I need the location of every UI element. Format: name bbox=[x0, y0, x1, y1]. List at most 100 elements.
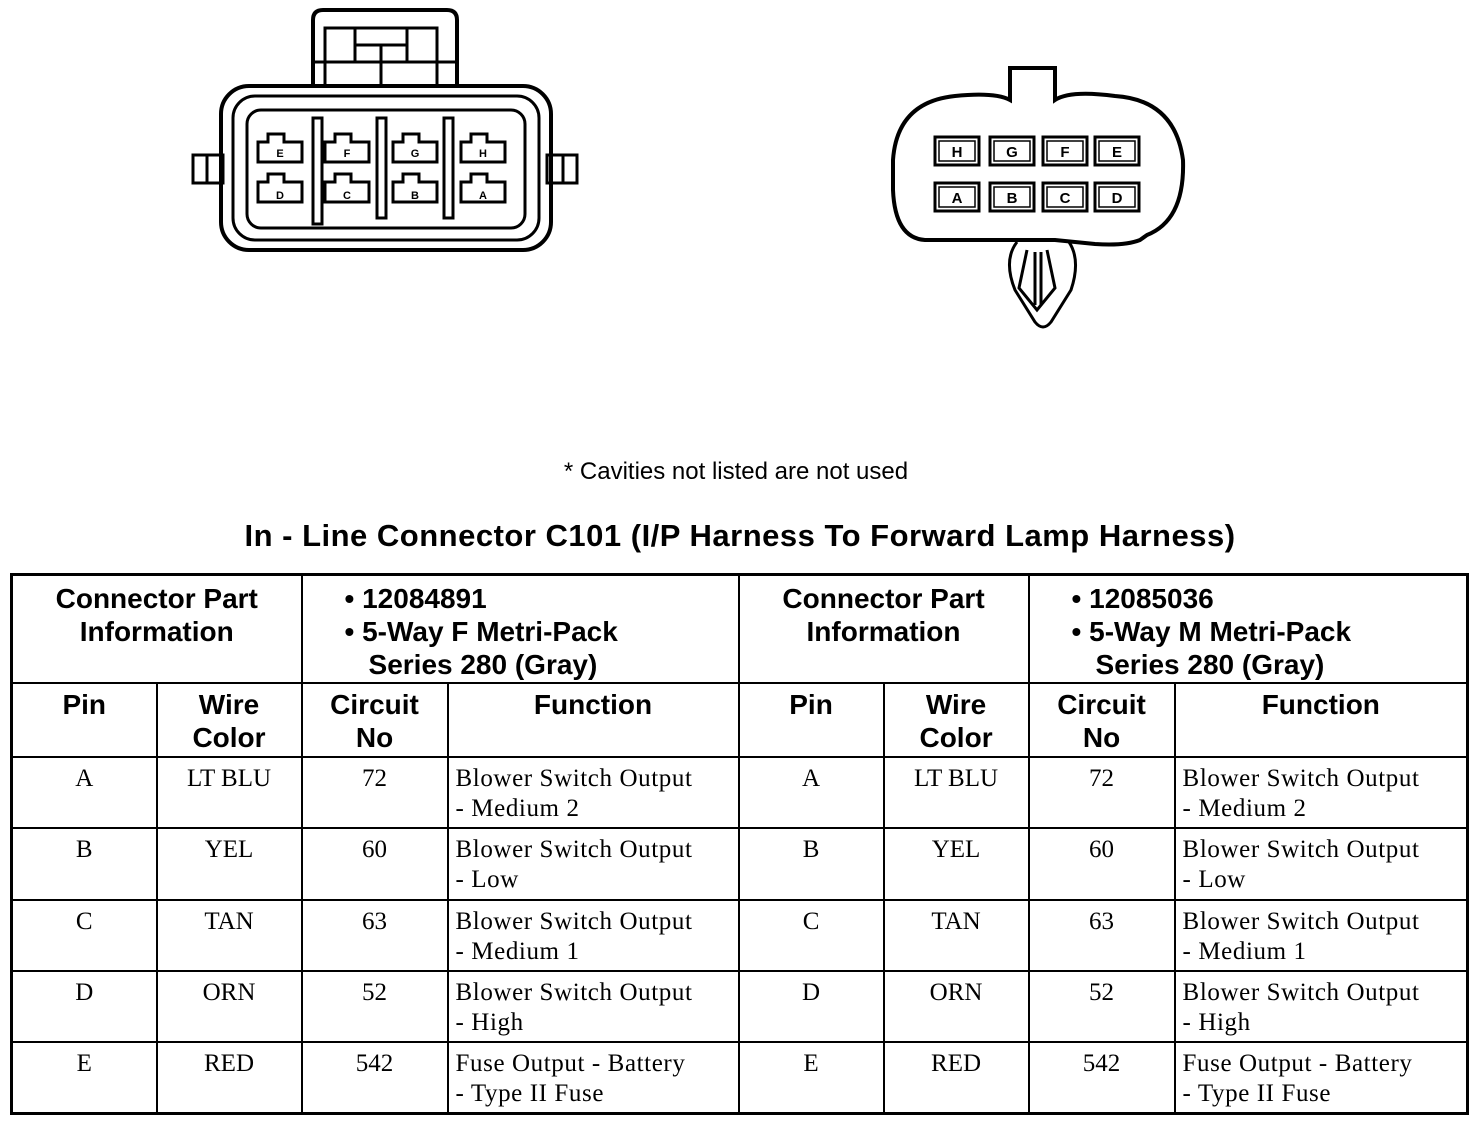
header-function: Function bbox=[446, 681, 740, 759]
left-wire-color-cell: YEL bbox=[155, 827, 303, 901]
left-function-cell: Blower Switch Output- Low bbox=[446, 827, 740, 901]
left-pin-label: A bbox=[479, 190, 487, 202]
left-function-cell: Blower Switch Output- High bbox=[446, 969, 740, 1044]
function-line-1: Blower Switch Output bbox=[1182, 765, 1420, 793]
function-line-2: - Type II Fuse bbox=[455, 1080, 605, 1108]
function-line-2: - Medium 1 bbox=[455, 937, 580, 965]
left-part-number: • 12084891 bbox=[344, 583, 487, 614]
left-function-cell: Blower Switch Output- Medium 1 bbox=[446, 898, 740, 972]
right-circuit-cell: 72 bbox=[1027, 756, 1176, 830]
left-function-cell: Fuse Output - Battery- Type II Fuse bbox=[446, 1041, 740, 1115]
function-line-1: Blower Switch Output bbox=[1182, 907, 1420, 935]
left-part-info: • 12084891 • 5-Way F Metri-Pack Series 2… bbox=[300, 573, 740, 684]
cavity-outline bbox=[988, 135, 1036, 167]
cavity-inner bbox=[1098, 186, 1136, 208]
connector-info-row: Connector Part Information • 12084891 • … bbox=[10, 573, 1469, 684]
function-line-2: - Medium 2 bbox=[455, 795, 580, 823]
unused-cavities-note: * Cavities not listed are not used bbox=[563, 458, 909, 485]
cavity-outline bbox=[256, 172, 304, 204]
function-line-1: Blower Switch Output bbox=[455, 907, 693, 935]
cavity-outline bbox=[933, 135, 981, 167]
left-wire-color-cell: LT BLU bbox=[155, 756, 303, 830]
right-pin-label: C bbox=[1060, 190, 1071, 207]
cavity-outline bbox=[1041, 181, 1089, 213]
right-pin-label: F bbox=[1060, 144, 1069, 161]
right-function-cell: Blower Switch Output- Low bbox=[1173, 827, 1469, 901]
left-circuit-cell: 72 bbox=[300, 756, 449, 830]
left-pin-cell: A bbox=[10, 756, 158, 830]
function-line-1: Blower Switch Output bbox=[455, 978, 693, 1006]
right-pin-cell: B bbox=[737, 827, 885, 901]
left-wire-color-cell: TAN bbox=[155, 898, 303, 972]
cavity-inner bbox=[993, 186, 1031, 208]
right-part-info: • 12085036 • 5-Way M Metri-Pack Series 2… bbox=[1027, 573, 1469, 684]
left-pin-cell: E bbox=[10, 1041, 158, 1115]
right-circuit-cell: 52 bbox=[1027, 969, 1176, 1044]
cavity-outline bbox=[933, 181, 981, 213]
right-pin-label: A bbox=[952, 190, 963, 207]
left-part-desc-1: • 5-Way F Metri-Pack bbox=[344, 616, 618, 647]
right-pin-label: H bbox=[952, 144, 963, 161]
right-pin-label: B bbox=[1007, 190, 1018, 207]
left-info-label: Connector Part Information bbox=[10, 573, 303, 684]
left-pin-cell: B bbox=[10, 827, 158, 901]
right-pin-label: E bbox=[1112, 144, 1122, 161]
right-wire-color-cell: TAN bbox=[882, 898, 1030, 972]
right-circuit-cell: 60 bbox=[1027, 827, 1176, 901]
function-line-1: Fuse Output - Battery bbox=[455, 1050, 686, 1078]
function-line-1: Fuse Output - Battery bbox=[1182, 1050, 1413, 1078]
left-pin-label: F bbox=[344, 148, 351, 160]
right-wire-color-cell: YEL bbox=[882, 827, 1030, 901]
left-pin-label: D bbox=[276, 190, 284, 202]
connector-title: In - Line Connector C101 (I/P Harness To… bbox=[244, 518, 1236, 553]
left-wire-color-cell: ORN bbox=[155, 969, 303, 1044]
pinout-table: Connector Part Information • 12084891 • … bbox=[10, 573, 1470, 1115]
left-function-cell: Blower Switch Output- Medium 2 bbox=[446, 756, 740, 830]
cavity-outline bbox=[256, 132, 304, 164]
left-pin-label: G bbox=[411, 148, 420, 160]
cavity-inner bbox=[1046, 186, 1084, 208]
function-line-1: Blower Switch Output bbox=[1182, 836, 1420, 864]
right-function-cell: Blower Switch Output- Medium 1 bbox=[1173, 898, 1469, 972]
left-circuit-cell: 52 bbox=[300, 969, 449, 1044]
function-line-2: - Low bbox=[1182, 866, 1246, 894]
cavity-outline bbox=[988, 181, 1036, 213]
cavity-outline bbox=[1041, 135, 1089, 167]
cavity-outline bbox=[391, 172, 439, 204]
right-pin-label: D bbox=[1112, 190, 1123, 207]
cavity-outline bbox=[323, 172, 371, 204]
function-line-1: Blower Switch Output bbox=[455, 836, 693, 864]
right-pin-cell: E bbox=[737, 1041, 885, 1115]
right-wire-color-cell: LT BLU bbox=[882, 756, 1030, 830]
header-pin: Pin bbox=[737, 681, 885, 759]
function-line-2: - Medium 1 bbox=[1182, 937, 1307, 965]
cavity-inner bbox=[993, 140, 1031, 162]
right-function-cell: Fuse Output - Battery- Type II Fuse bbox=[1173, 1041, 1469, 1115]
left-pin-label: B bbox=[411, 190, 419, 202]
left-wire-color-cell: RED bbox=[155, 1041, 303, 1115]
function-line-1: Blower Switch Output bbox=[1182, 978, 1420, 1006]
cavity-outline bbox=[1093, 181, 1141, 213]
left-circuit-cell: 60 bbox=[300, 827, 449, 901]
right-pin-cell: C bbox=[737, 898, 885, 972]
right-wire-color-cell: ORN bbox=[882, 969, 1030, 1044]
right-circuit-cell: 542 bbox=[1027, 1041, 1176, 1115]
header-pin: Pin bbox=[10, 681, 158, 759]
header-function: Function bbox=[1173, 681, 1469, 759]
cavity-outline bbox=[1093, 135, 1141, 167]
cavity-outline bbox=[459, 132, 507, 164]
cavity-inner bbox=[938, 186, 976, 208]
cavity-outline bbox=[323, 132, 371, 164]
left-part-desc-2: Series 280 (Gray) bbox=[368, 649, 598, 680]
right-wire-color-cell: RED bbox=[882, 1041, 1030, 1115]
